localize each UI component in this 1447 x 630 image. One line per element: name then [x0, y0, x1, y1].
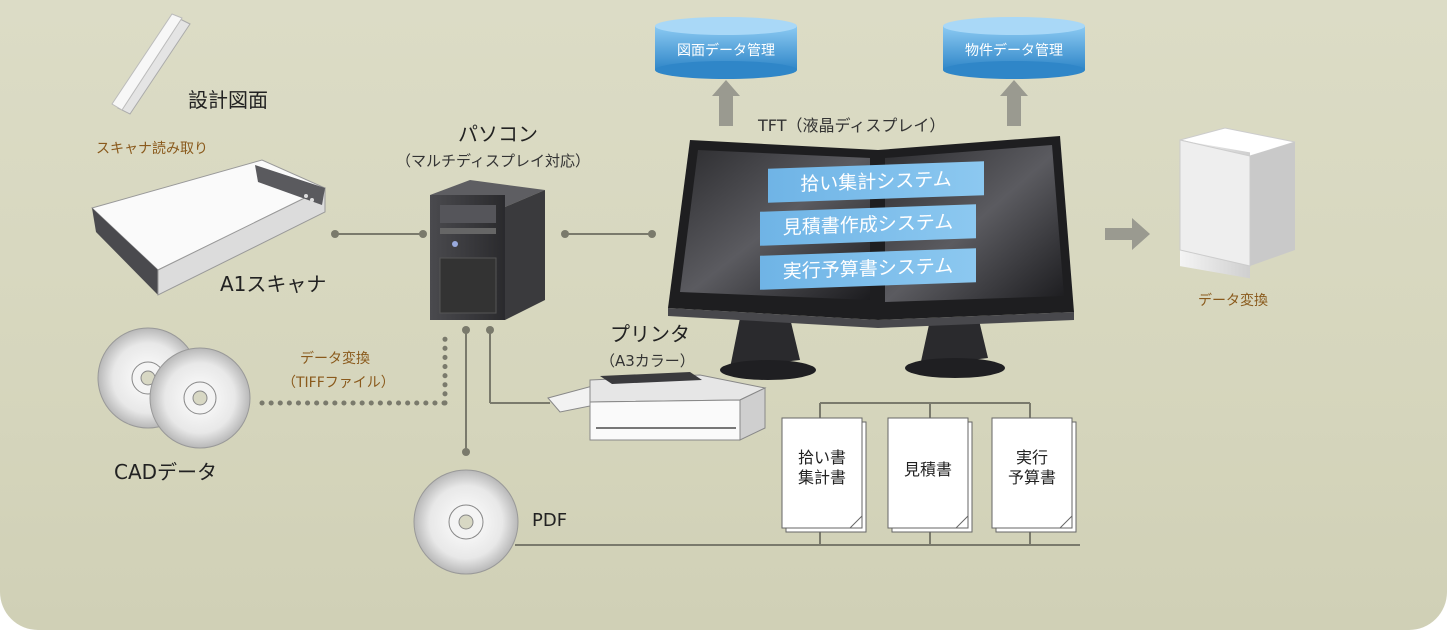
- pc-tower-icon: [430, 180, 545, 320]
- up-arrow-icon: [1000, 80, 1028, 126]
- printer-sub-label: （A3カラー）: [600, 352, 695, 370]
- property-db-label: 物件データ管理: [965, 43, 1063, 59]
- cad-disc-icon: [149, 347, 251, 449]
- connection-lines: [335, 233, 1080, 546]
- drawing-db-label: 図面データ管理: [677, 43, 775, 59]
- drawing-database-icon: [655, 17, 797, 79]
- pdf-label: PDF: [532, 510, 568, 531]
- document-icon: [781, 417, 867, 533]
- up-arrow-icon: [712, 80, 740, 126]
- cad-label: CADデータ: [114, 460, 218, 484]
- document-label-estimate: 見積書: [903, 460, 952, 479]
- pdf-disc-icon: [413, 469, 519, 575]
- printer-icon: [547, 372, 767, 441]
- pc-sub-label: （マルチディスプレイ対応）: [396, 152, 590, 170]
- document-icon: [991, 417, 1077, 533]
- document-label-pickup: 拾い書 集計書: [797, 448, 846, 487]
- data-convert-left-label: データ変換: [300, 351, 370, 367]
- blueprint-roll-icon: [111, 13, 191, 115]
- pc-label: パソコン: [458, 122, 538, 146]
- storage-box-icon: [1179, 127, 1296, 279]
- property-database-icon: [943, 17, 1085, 79]
- scanner-icon: [91, 159, 327, 296]
- document-label-budget: 実行 予算書: [1007, 448, 1056, 487]
- tiff-label: （TIFFファイル）: [282, 375, 395, 391]
- data-convert-right-label: データ変換: [1198, 293, 1268, 309]
- connection-dots: [331, 230, 656, 456]
- printer-label: プリンタ: [610, 322, 690, 346]
- blueprint-label: 設計図面: [188, 88, 268, 112]
- scanner-label: A1スキャナ: [220, 272, 327, 296]
- scan-read-label: スキャナ読み取り: [96, 141, 208, 157]
- document-icon: [887, 417, 973, 533]
- tft-label: TFT（液晶ディスプレイ）: [758, 116, 946, 135]
- right-arrow-icon: [1105, 218, 1150, 250]
- dotted-data-line: [259, 332, 448, 406]
